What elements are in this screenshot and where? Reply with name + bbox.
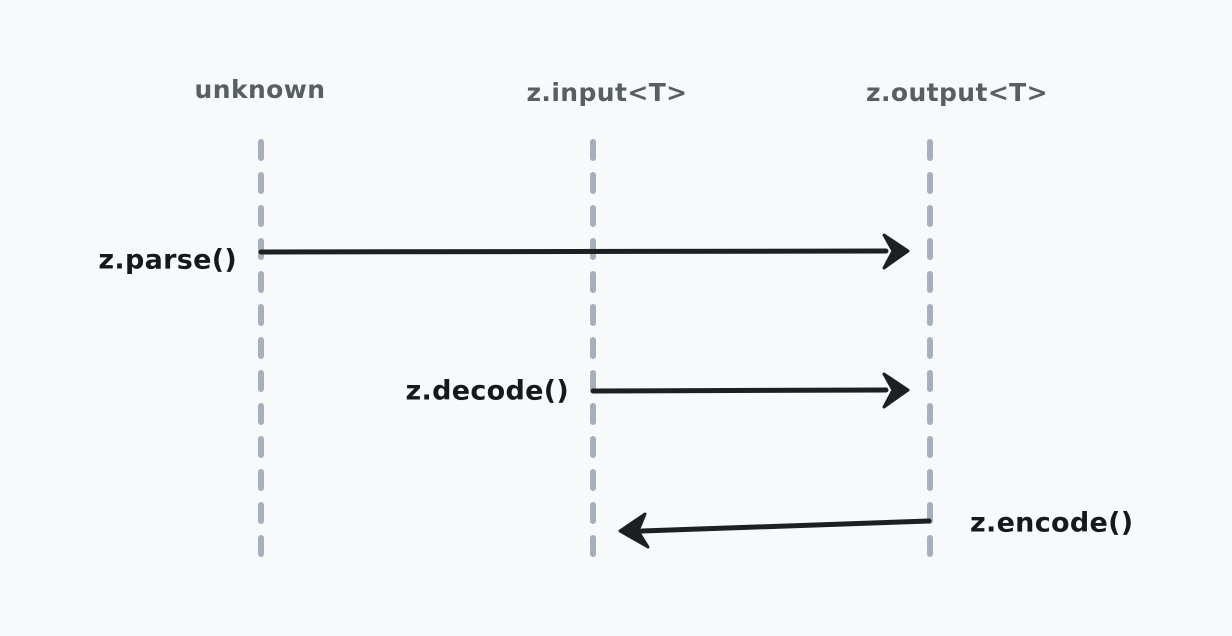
message-label-decode: z.decode()	[406, 376, 569, 407]
lifelines	[258, 139, 933, 571]
message-arrowhead-decode	[882, 372, 910, 409]
message-label-parse: z.parse()	[98, 245, 237, 276]
participant-label-z-input: z.input<T>	[526, 78, 687, 107]
message-encode: z.encode()	[618, 508, 1133, 549]
message-arrowhead-parse	[882, 233, 910, 270]
participant-label-z-output: z.output<T>	[866, 78, 1048, 107]
participant-label-unknown: unknown	[195, 75, 326, 104]
message-label-encode: z.encode()	[970, 508, 1133, 539]
message-line-decode	[590, 387, 889, 394]
message-line-encode	[639, 518, 932, 534]
message-arrowhead-encode	[618, 512, 650, 549]
participant-headers: unknown z.input<T> z.output<T>	[195, 75, 1048, 107]
message-line-parse	[258, 248, 889, 255]
message-parse: z.parse()	[98, 233, 910, 276]
message-decode: z.decode()	[406, 372, 910, 409]
